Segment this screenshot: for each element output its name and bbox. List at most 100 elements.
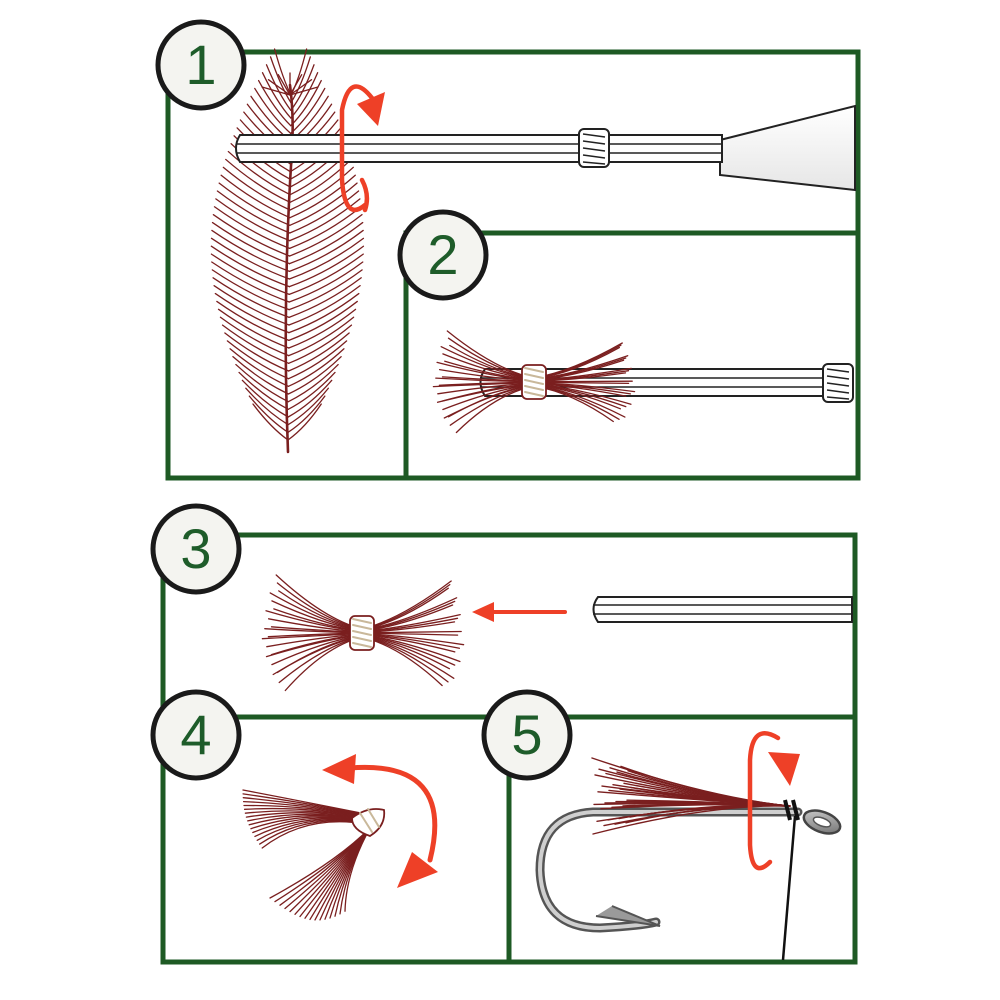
fiber-strand: [274, 827, 371, 903]
feather-barb: [219, 316, 290, 357]
feather-barb: [288, 285, 361, 326]
feather-barb: [252, 403, 289, 441]
fiber-bundle-icon: [261, 574, 465, 692]
feather-barb: [288, 308, 357, 349]
feather-barb: [287, 340, 348, 380]
feather-barb: [288, 324, 353, 364]
feather-barb: [289, 166, 354, 211]
feather-barb: [232, 356, 290, 395]
fold-arrow-icon: [322, 754, 438, 888]
feather-barb: [288, 214, 363, 257]
fiber-strand: [533, 380, 633, 383]
split-needle-tool-icon: [235, 104, 856, 192]
fiber-strand: [242, 797, 367, 816]
feather-barb: [287, 395, 326, 433]
feather-barb: [289, 79, 313, 96]
feather-barb: [229, 348, 290, 387]
feather-barb: [277, 74, 291, 96]
feather-barb: [211, 221, 291, 265]
feather-barb: [215, 198, 291, 242]
panel-3-frame: [160, 532, 858, 720]
tail-fibers-icon: [591, 757, 791, 835]
feather-shaft: [284, 83, 294, 454]
feather-barb: [210, 245, 290, 288]
feather-barb: [287, 387, 330, 426]
feather-barb: [289, 198, 361, 242]
panel-3: [261, 574, 853, 692]
feather-barb: [288, 253, 364, 295]
feather-barb: [213, 206, 291, 249]
feather-barb: [287, 332, 350, 372]
feather-barb: [287, 379, 333, 418]
panel-2-frame: [403, 230, 861, 481]
feather-barb: [225, 158, 291, 203]
feather-barb: [288, 245, 365, 288]
feather-barb: [248, 395, 289, 433]
feather-barb: [217, 308, 290, 349]
fiber-strand: [269, 827, 371, 899]
step-number: 3: [180, 517, 211, 580]
fiber-strand: [242, 789, 367, 815]
feather-barb: [288, 316, 355, 357]
fishing-hook-icon: [535, 807, 842, 933]
fiber-strand: [242, 793, 367, 816]
feather-barb: [269, 56, 292, 104]
feather-barb: [287, 363, 339, 403]
folded-fibers-icon: [242, 789, 386, 921]
feather-barb: [212, 214, 291, 257]
feather-barb: [288, 269, 363, 311]
feather-barb: [289, 158, 352, 203]
thread-wrap-icon: [521, 364, 547, 400]
panel-5: [535, 731, 842, 961]
step-badge-2: 2: [397, 209, 489, 301]
fiber-bundle-icon: [432, 330, 636, 434]
feather-barb: [224, 332, 290, 372]
thread-wrap-icon: [351, 808, 386, 837]
feather-barb: [211, 269, 290, 311]
tying-thread-icon: [781, 799, 800, 961]
step-number: 2: [427, 223, 458, 286]
split-needle-tool-icon: [592, 596, 853, 623]
feather-barb: [216, 300, 290, 341]
feather-barb: [289, 74, 303, 96]
step-badge-5: 5: [481, 689, 573, 781]
feather-barb: [287, 403, 322, 441]
feather-barb: [211, 229, 291, 272]
feather-barb: [214, 292, 290, 334]
feather-barb: [287, 371, 336, 410]
thread-wrap-icon: [822, 363, 854, 403]
feather-barb: [288, 292, 360, 334]
feather-barb: [289, 174, 356, 219]
left-arrow-icon: [472, 602, 567, 622]
feather-barb: [245, 387, 289, 426]
fiber-strand: [242, 800, 367, 817]
feather-barb: [288, 300, 358, 341]
feather-barb: [287, 356, 342, 395]
feather-barb: [289, 86, 319, 96]
feather-barb: [290, 79, 322, 127]
feather-barb: [235, 363, 289, 403]
step-number: 4: [180, 703, 211, 766]
feather-barb: [226, 340, 290, 380]
feather-barb: [218, 182, 291, 226]
feather-barb: [288, 261, 364, 303]
step-badge-1: 1: [155, 19, 247, 111]
panel-4: [242, 754, 438, 921]
fiber-strand: [344, 827, 371, 912]
feather-barb: [288, 237, 365, 280]
feather-barb: [290, 87, 326, 134]
feather-barb: [241, 379, 289, 418]
rotate-arrow-icon: [339, 84, 385, 213]
step-badge-3: 3: [150, 503, 242, 595]
feather-barb: [222, 166, 291, 211]
panel-1: [210, 48, 856, 454]
fiber-strand: [361, 635, 455, 679]
feather-barb: [288, 229, 364, 272]
feather-barb: [227, 150, 291, 196]
fiber-strand: [592, 805, 791, 835]
feather-barb: [210, 253, 290, 295]
rotate-arrow-icon: [747, 731, 800, 871]
feather-barb: [210, 237, 291, 280]
feather-barb: [261, 86, 291, 96]
